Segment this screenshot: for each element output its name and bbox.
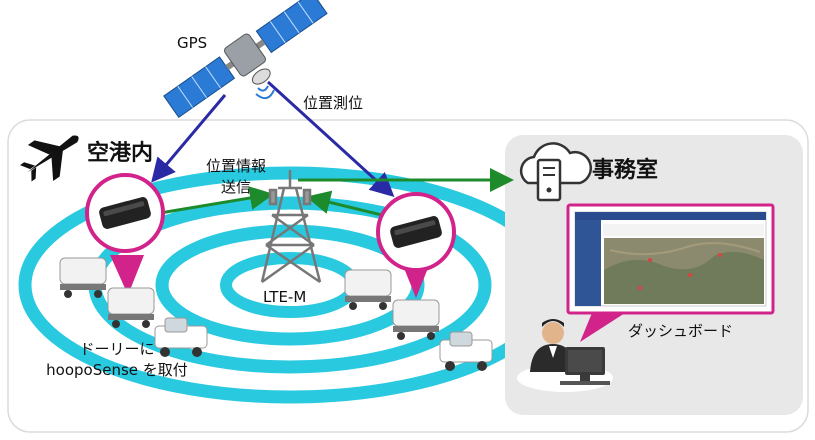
dolly-line1: ドーリーに	[79, 340, 155, 358]
device-bubble-right	[376, 192, 456, 298]
positioning-label: 位置測位	[303, 94, 364, 112]
airplane-icon	[20, 135, 79, 182]
tower-icon	[260, 170, 322, 284]
device-icon	[99, 197, 151, 229]
position-send-label: 位置情報 送信	[196, 155, 276, 197]
lte-label: LTE-M	[263, 288, 307, 306]
dashboard-pointer	[580, 313, 625, 342]
office-title: 事務室	[592, 158, 659, 183]
airport-title: 空港内	[87, 141, 154, 166]
device-bubble-left	[85, 173, 165, 295]
gps-label: GPS	[177, 34, 208, 52]
gps-arrow-left	[151, 94, 227, 183]
signal-wave-icon	[257, 85, 269, 92]
dolly-vehicle-icon	[344, 269, 493, 371]
satellite-icon	[163, 0, 328, 118]
cloud-server-icon	[519, 142, 593, 202]
dolly-line2: hoopoSense を取付	[46, 361, 188, 379]
position-send-line2: 送信	[220, 178, 251, 196]
position-send-line1: 位置情報	[205, 157, 266, 175]
gps-arrow-right	[266, 80, 395, 198]
send-arrow-right	[306, 190, 383, 217]
dashboard-screen	[566, 203, 775, 315]
dolly-label: ドーリーに hoopoSense を取付	[22, 338, 212, 380]
send-arrow-left	[159, 186, 274, 215]
dashboard-label: ダッシュボード	[628, 322, 734, 340]
dolly-vehicle-icon	[59, 257, 208, 357]
person-computer-icon	[517, 319, 613, 392]
